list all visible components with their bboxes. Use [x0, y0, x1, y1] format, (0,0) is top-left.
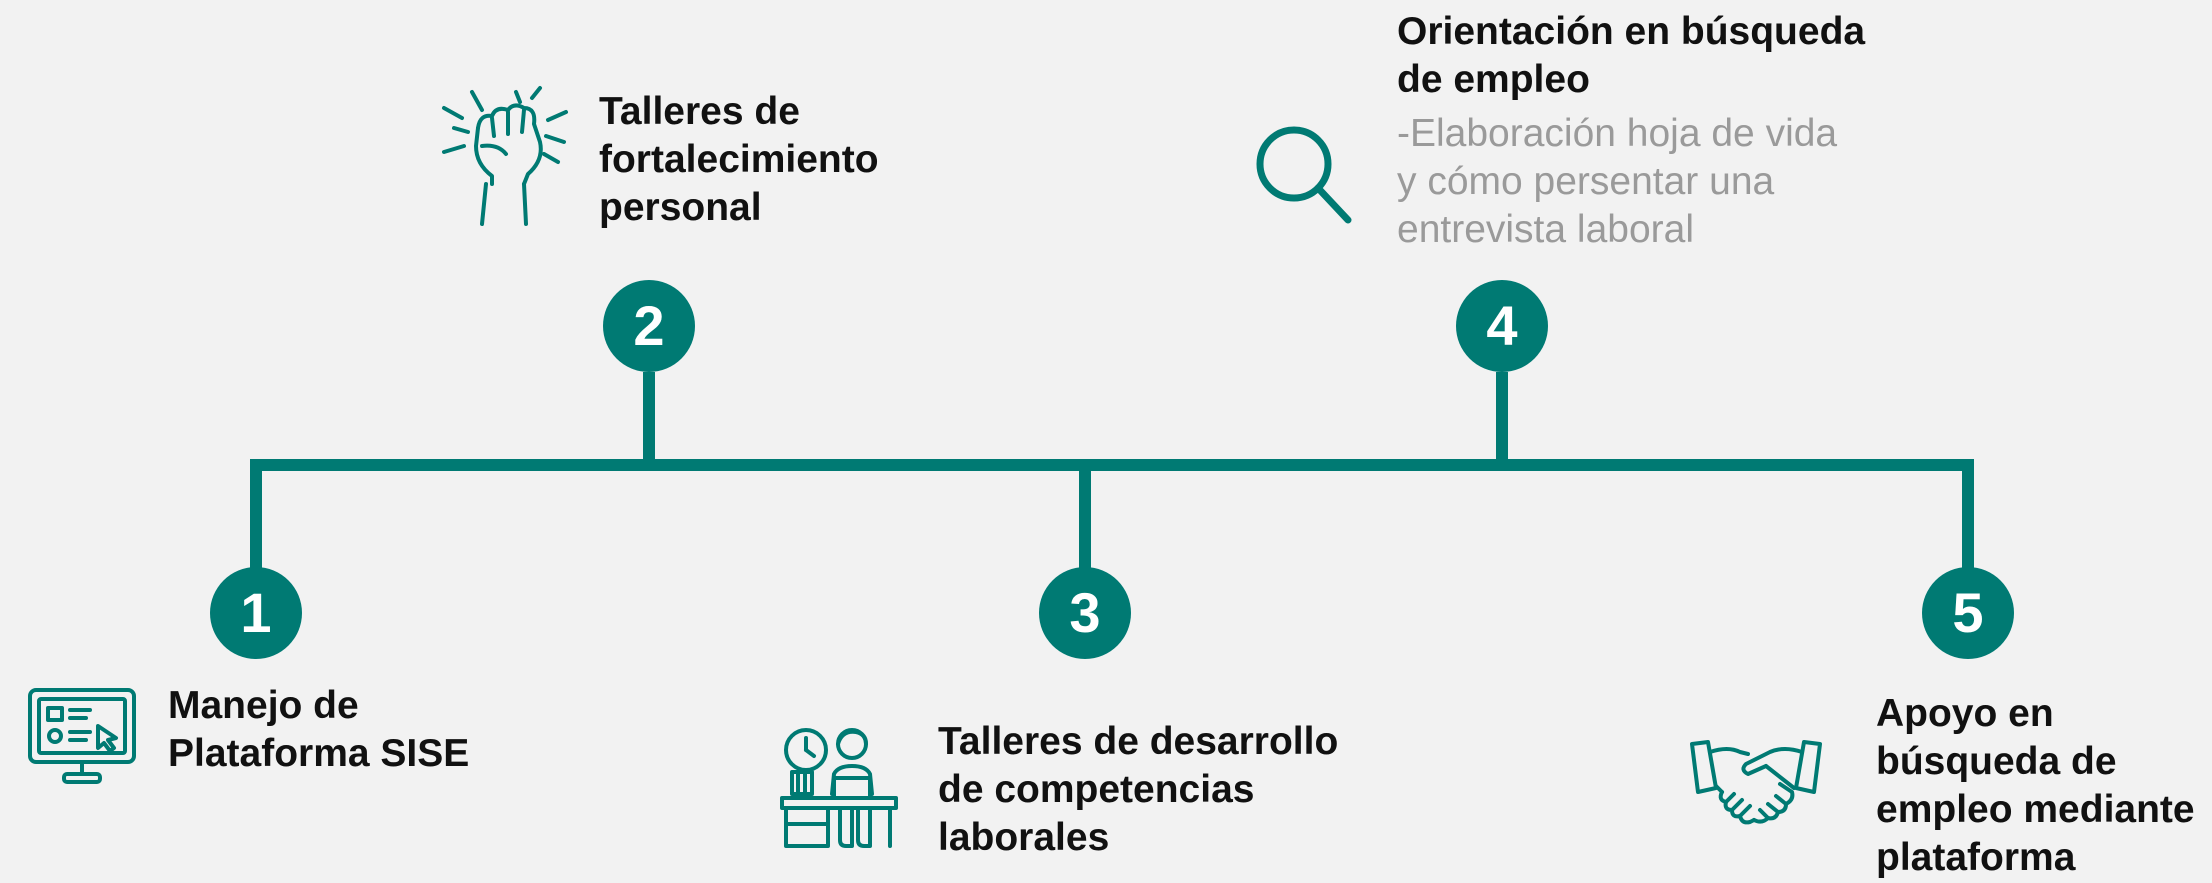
step-5-number: 5: [1922, 567, 2014, 659]
step-2-label: Talleres de fortalecimiento personal: [599, 90, 879, 229]
step-1-label: Manejo de Plataforma SISE: [168, 684, 470, 775]
person-at-desk-icon: [778, 726, 900, 850]
step-4-number: 4: [1456, 280, 1548, 372]
magnifier-icon: [1252, 122, 1356, 228]
handshake-icon: [1688, 738, 1824, 828]
step-3-label: Talleres de desarrollo de competencias l…: [938, 720, 1339, 859]
raised-fist-icon: [436, 84, 582, 230]
step-3-number: 3: [1039, 567, 1131, 659]
monitor-icon: [26, 686, 138, 786]
step-4-label: Orientación en búsqueda de empleo: [1397, 10, 1866, 101]
step-5-label: Apoyo en búsqueda de empleo mediante pla…: [1876, 692, 2195, 879]
timeline-bar: [250, 459, 1974, 608]
step-2-number: 2: [603, 280, 695, 372]
step-4-description: -Elaboración hoja de vida y cómo persent…: [1397, 112, 1838, 251]
step-1-number: 1: [210, 567, 302, 659]
